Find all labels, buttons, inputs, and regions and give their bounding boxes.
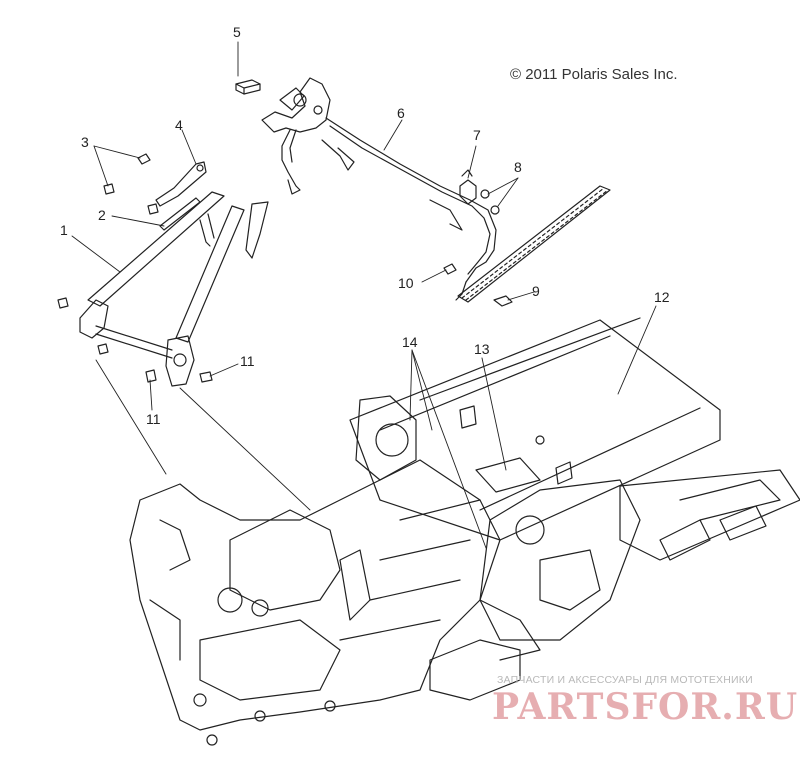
part-8-nuts — [480, 189, 500, 215]
part-10-fastener — [443, 263, 457, 275]
part-9-clip — [493, 295, 513, 307]
watermark-brand: PARTSFOR.RU — [492, 686, 799, 728]
part-12-tunnel — [349, 317, 800, 561]
callout-1: 1 — [60, 222, 68, 238]
part-6-steering-support — [261, 77, 497, 301]
callout-8: 8 — [514, 159, 522, 175]
part-13-tunnel-section — [459, 405, 641, 641]
callout-12: 12 — [654, 289, 670, 305]
callout-9: 9 — [532, 283, 540, 299]
copyright-text: © 2011 Polaris Sales Inc. — [510, 66, 678, 83]
leader-lines — [71, 41, 657, 549]
chassis-bulkhead — [129, 395, 541, 746]
part-11-bolts — [57, 297, 213, 383]
part-7-bracket — [459, 169, 477, 205]
part-1-frame-tubes — [79, 191, 269, 387]
callout-4: 4 — [175, 117, 183, 133]
callout-3: 3 — [81, 134, 89, 150]
part-5-block — [235, 79, 261, 95]
watermark-subtitle: ЗАПЧАСТИ И АКСЕССУАРЫ ДЛЯ МОТОТЕХНИКИ — [497, 674, 753, 686]
callout-14: 14 — [402, 334, 418, 350]
callout-5: 5 — [233, 24, 241, 40]
callout-2: 2 — [98, 207, 106, 223]
part-3-bolts — [103, 153, 159, 215]
rail-strip — [457, 185, 611, 303]
callout-6: 6 — [397, 105, 405, 121]
callout-11a: 11 — [240, 353, 255, 369]
callout-7: 7 — [473, 127, 481, 143]
callout-11b: 11 — [146, 411, 161, 427]
callout-10: 10 — [398, 275, 414, 291]
callout-13: 13 — [474, 341, 490, 357]
part-4-link — [155, 161, 207, 207]
